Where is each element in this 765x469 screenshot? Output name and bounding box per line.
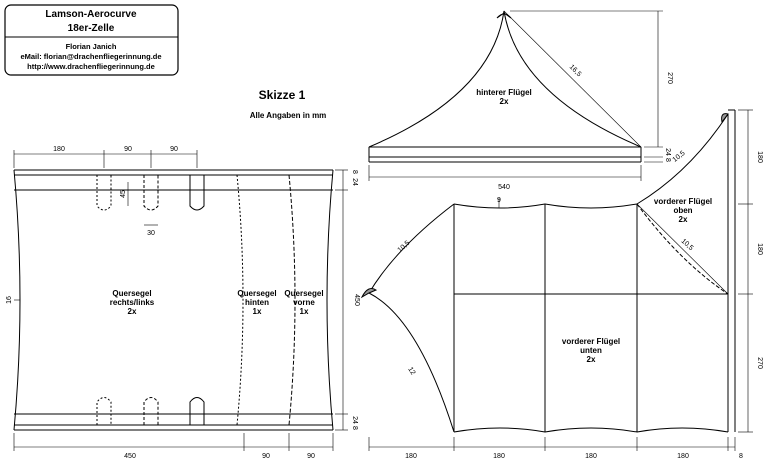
quersegel-hinten-label-2: hinten (245, 298, 269, 307)
vorderer-fluegel-panel (360, 109, 736, 433)
author-email: eMail: florian@drachenfliegerinnung.de (20, 52, 161, 61)
dim-left-bottom-2: 90 (262, 453, 270, 460)
hinterer-fluegel-panel (368, 10, 642, 163)
title-line2: 18er-Zelle (68, 23, 115, 34)
quersegel-rl-label-2: rechts/links (110, 298, 155, 307)
dim-wing-left-upper: 10,5 (397, 240, 412, 254)
title-box: Lamson-Aerocurve 18er-Zelle Florian Jani… (4, 4, 179, 76)
vorderer-unten-label-1: vorderer Flügel (562, 337, 620, 346)
vorderer-oben-label-1: vorderer Flügel (654, 197, 712, 206)
quersegel-hinten-label-1: Quersegel (237, 289, 276, 298)
quersegel-rl-label-1: Quersegel (112, 289, 151, 298)
vorderer-unten-label-2: unten (580, 346, 602, 355)
dim-wing-bottom-1: 180 (405, 453, 417, 460)
dim-tri-base: 540 (498, 184, 510, 191)
dim-wing-top-curve: 9 (497, 197, 501, 204)
dim-hem-top-1: 8 (351, 170, 358, 174)
dim-left-height: 450 (353, 294, 360, 306)
vorderer-unten-label-3: 2x (587, 355, 596, 364)
dim-left-bottom-3: 90 (307, 453, 315, 460)
dim-slot-height: 45 (120, 190, 127, 198)
dim-wing-tr-lower: 10,5 (680, 238, 695, 252)
dim-wing-right-2: 180 (756, 243, 763, 255)
dim-hem-bot-1: 24 (351, 416, 358, 424)
vorderer-dimensions (368, 109, 753, 451)
dim-wing-bottom-3: 180 (585, 453, 597, 460)
dim-hem-top-2: 24 (351, 178, 358, 186)
dim-wing-bottom-2: 180 (493, 453, 505, 460)
quersegel-vorne-label-3: 1x (300, 307, 309, 316)
dim-wing-bottom-6: 8 (739, 453, 743, 460)
hinterer-label-1: hinterer Flügel (476, 88, 532, 97)
dim-left-side: 16 (6, 296, 13, 304)
dim-left-bottom-1: 450 (124, 453, 136, 460)
dim-wing-right-1: 180 (756, 151, 763, 163)
sketch-subtitle: Alle Angaben in mm (250, 111, 327, 120)
dim-hem-bot-2: 8 (351, 426, 358, 430)
vorderer-oben-label-2: oben (673, 206, 692, 215)
dim-left-top-2: 90 (124, 146, 132, 153)
hinterer-dimensions (368, 10, 663, 181)
sketch-title: Skizze 1 (259, 88, 306, 102)
dim-wing-left-lower: 12 (406, 366, 416, 376)
quersegel-panel (13, 169, 334, 431)
title-line1: Lamson-Aerocurve (45, 9, 137, 20)
dim-slot-width: 30 (147, 230, 155, 237)
quersegel-dimensions (13, 150, 348, 451)
quersegel-rl-label-3: 2x (128, 307, 137, 316)
author-web: http://www.drachenfliegerinnung.de (27, 62, 155, 71)
quersegel-hinten-label-3: 1x (253, 307, 262, 316)
dim-wing-right-3: 270 (756, 357, 763, 369)
dim-wing-tr-upper: 10,5 (672, 150, 687, 164)
dim-left-top-1: 180 (53, 146, 65, 153)
vorderer-oben-label-3: 2x (679, 215, 688, 224)
quersegel-vorne-label-2: vorne (293, 298, 315, 307)
dim-tri-hem-2: 8 (664, 158, 671, 162)
dim-left-top-3: 90 (170, 146, 178, 153)
dim-tri-height: 270 (666, 72, 673, 84)
dim-tri-hem-1: 24 (664, 148, 671, 156)
hinterer-label-2: 2x (500, 97, 509, 106)
quersegel-vorne-label-1: Quersegel (284, 289, 323, 298)
dim-wing-bottom-4: 180 (677, 453, 689, 460)
author-name: Florian Janich (66, 42, 117, 51)
